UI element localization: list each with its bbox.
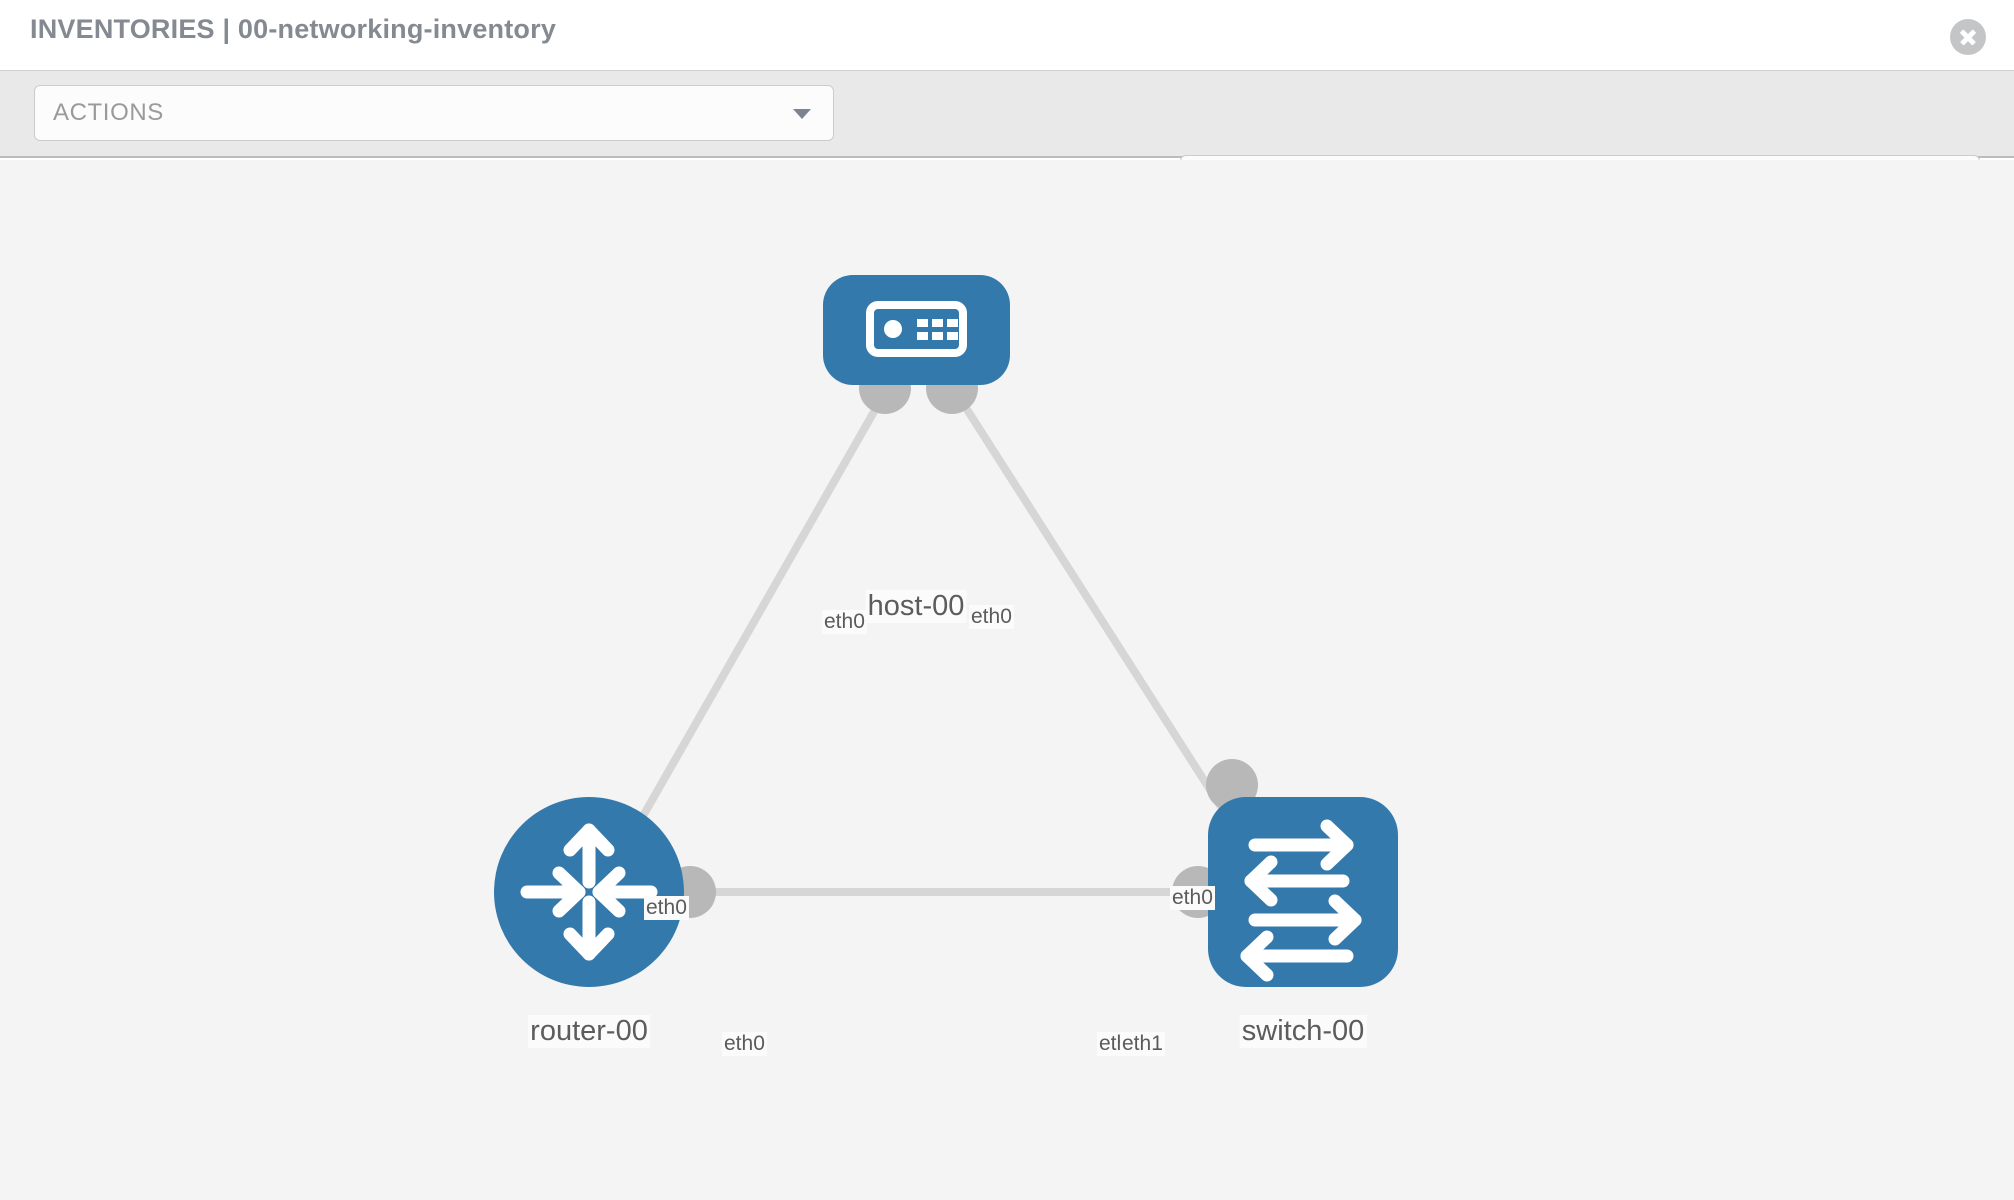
actions-dropdown[interactable]: ACTIONS bbox=[34, 85, 834, 141]
iface-label-switch-up: eth0 bbox=[1170, 886, 1215, 910]
iface-label-router-up: eth0 bbox=[644, 896, 689, 920]
topology-links bbox=[611, 372, 1259, 896]
page-title: INVENTORIES | 00-networking-inventory bbox=[30, 14, 557, 44]
switch-arrows-icon bbox=[1240, 819, 1362, 982]
server-icon bbox=[866, 301, 967, 357]
node-label-host-00: host-00 bbox=[865, 590, 967, 623]
iface-label-host-left: eth0 bbox=[822, 610, 867, 634]
iface-label-switch-left: eth1 bbox=[1120, 1032, 1165, 1056]
topology-canvas[interactable]: host-00 router-00 switch-00 eth0 eth0 et… bbox=[0, 160, 2014, 1200]
actions-dropdown-label: ACTIONS bbox=[53, 99, 164, 126]
link-host00-router00 bbox=[611, 373, 899, 867]
node-router-00-shape bbox=[494, 797, 684, 987]
node-router-00 bbox=[494, 797, 684, 987]
iface-label-router-right: eth0 bbox=[722, 1032, 767, 1056]
node-host-00-shape bbox=[823, 275, 1010, 385]
topology-connectors bbox=[664, 362, 1258, 918]
link-host00-switch00 bbox=[941, 372, 1259, 863]
node-switch-00 bbox=[1208, 797, 1398, 987]
node-host-00 bbox=[823, 275, 1010, 385]
iface-label-host-right: eth0 bbox=[969, 605, 1014, 629]
page-header: INVENTORIES | 00-networking-inventory bbox=[0, 0, 2014, 70]
chevron-down-icon bbox=[793, 109, 811, 119]
node-label-router-00: router-00 bbox=[528, 1015, 650, 1048]
close-icon[interactable] bbox=[1950, 19, 1986, 55]
router-arrows-icon bbox=[520, 823, 658, 961]
toolbar: ACTIONS bbox=[0, 70, 2014, 211]
topology-graph bbox=[494, 275, 1398, 987]
node-label-switch-00: switch-00 bbox=[1239, 1015, 1367, 1048]
